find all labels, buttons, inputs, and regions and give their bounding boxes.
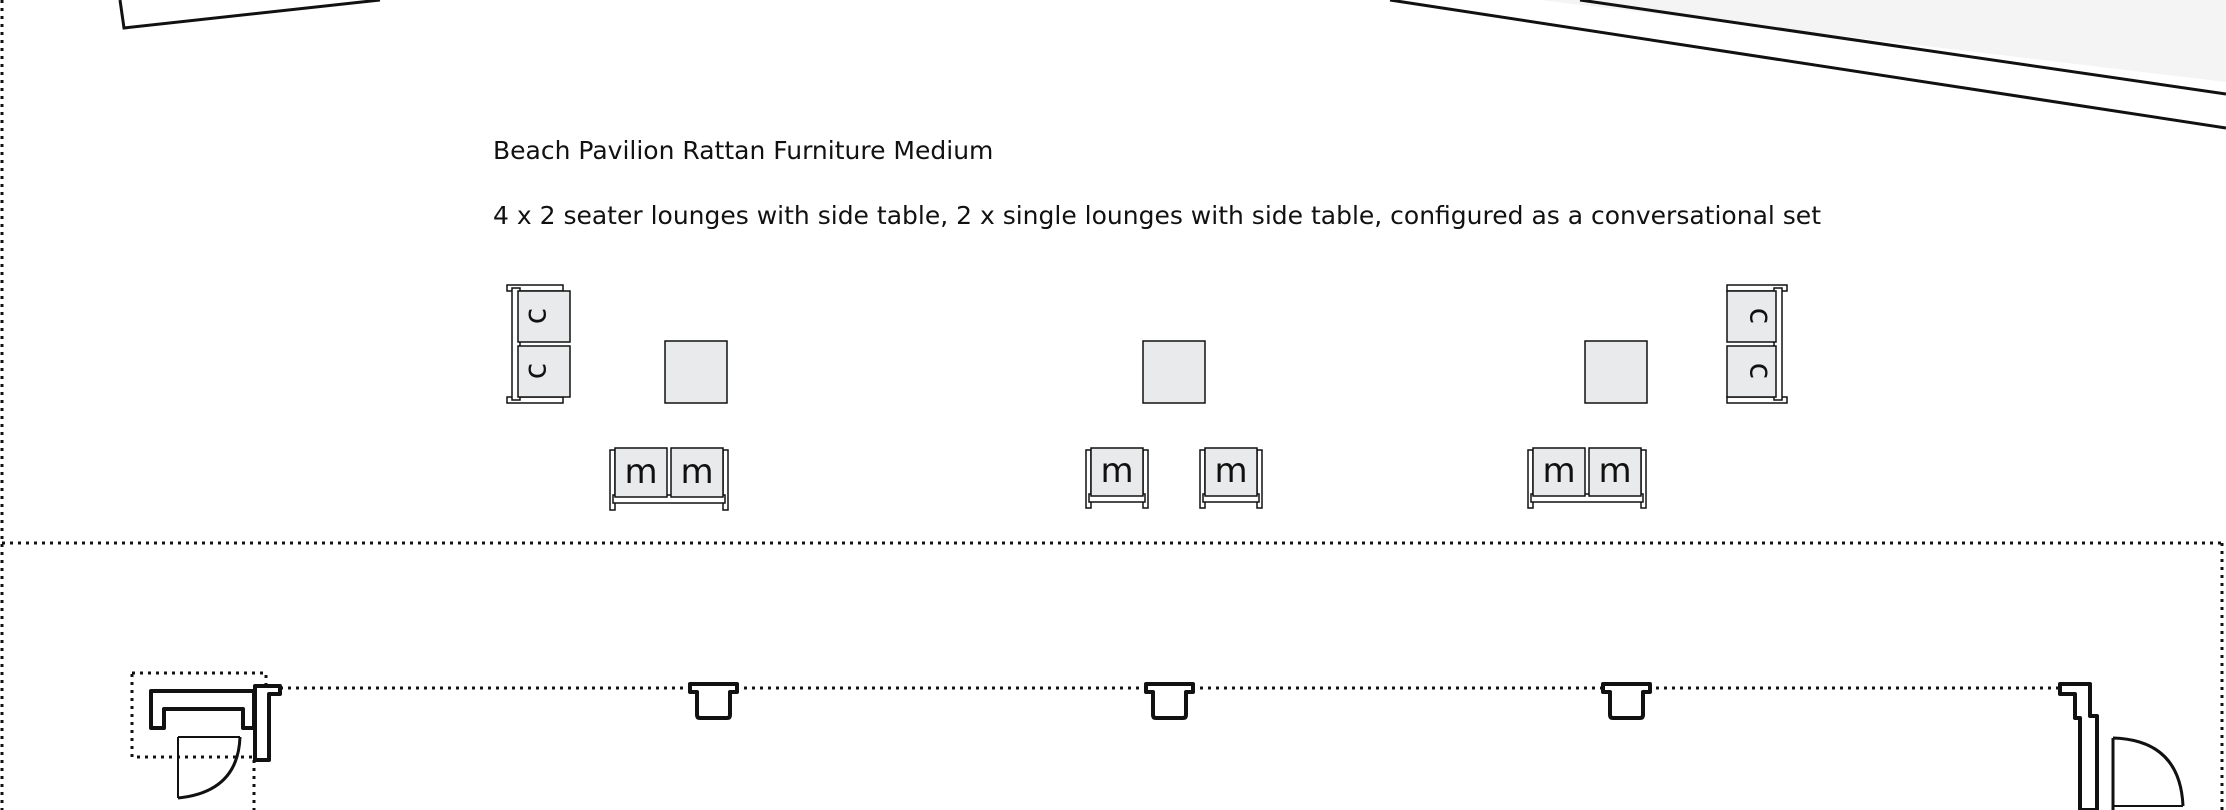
entry-door-left xyxy=(130,671,282,800)
column-post xyxy=(1144,682,1195,720)
single-lounge-left: m xyxy=(1085,447,1149,509)
seat-letter: c xyxy=(1743,308,1778,325)
entry-door-right xyxy=(2058,682,2185,810)
two-seater-lounge-bottom-left: m m xyxy=(609,447,729,511)
seat-letter: c xyxy=(519,363,554,380)
description-label: 4 x 2 seater lounges with side table, 2 … xyxy=(493,201,1821,230)
seat-letter: c xyxy=(1743,363,1778,380)
side-tables xyxy=(664,340,1648,404)
column-post xyxy=(688,682,739,720)
two-seater-lounge-bottom-right: m m xyxy=(1527,447,1647,509)
title-label: Beach Pavilion Rattan Furniture Medium xyxy=(493,136,994,165)
seat-letter: m xyxy=(1214,451,1247,491)
side-table-right xyxy=(1584,340,1648,404)
seat-letter: m xyxy=(1598,451,1631,491)
side-table-center xyxy=(1142,340,1206,404)
two-seater-lounge-right: c c xyxy=(1726,284,1788,404)
seat-letter: m xyxy=(624,452,657,492)
seat-letter: c xyxy=(519,308,554,325)
column-posts xyxy=(688,682,1652,720)
seat-letter: m xyxy=(680,452,713,492)
column-post xyxy=(1601,682,1652,720)
seat-letter: m xyxy=(1542,451,1575,491)
seat-letter: m xyxy=(1100,451,1133,491)
single-lounge-right: m xyxy=(1199,447,1263,509)
side-table-left xyxy=(664,340,728,404)
two-seater-lounge-left: c c xyxy=(506,284,571,404)
roof-outline xyxy=(118,0,2226,130)
